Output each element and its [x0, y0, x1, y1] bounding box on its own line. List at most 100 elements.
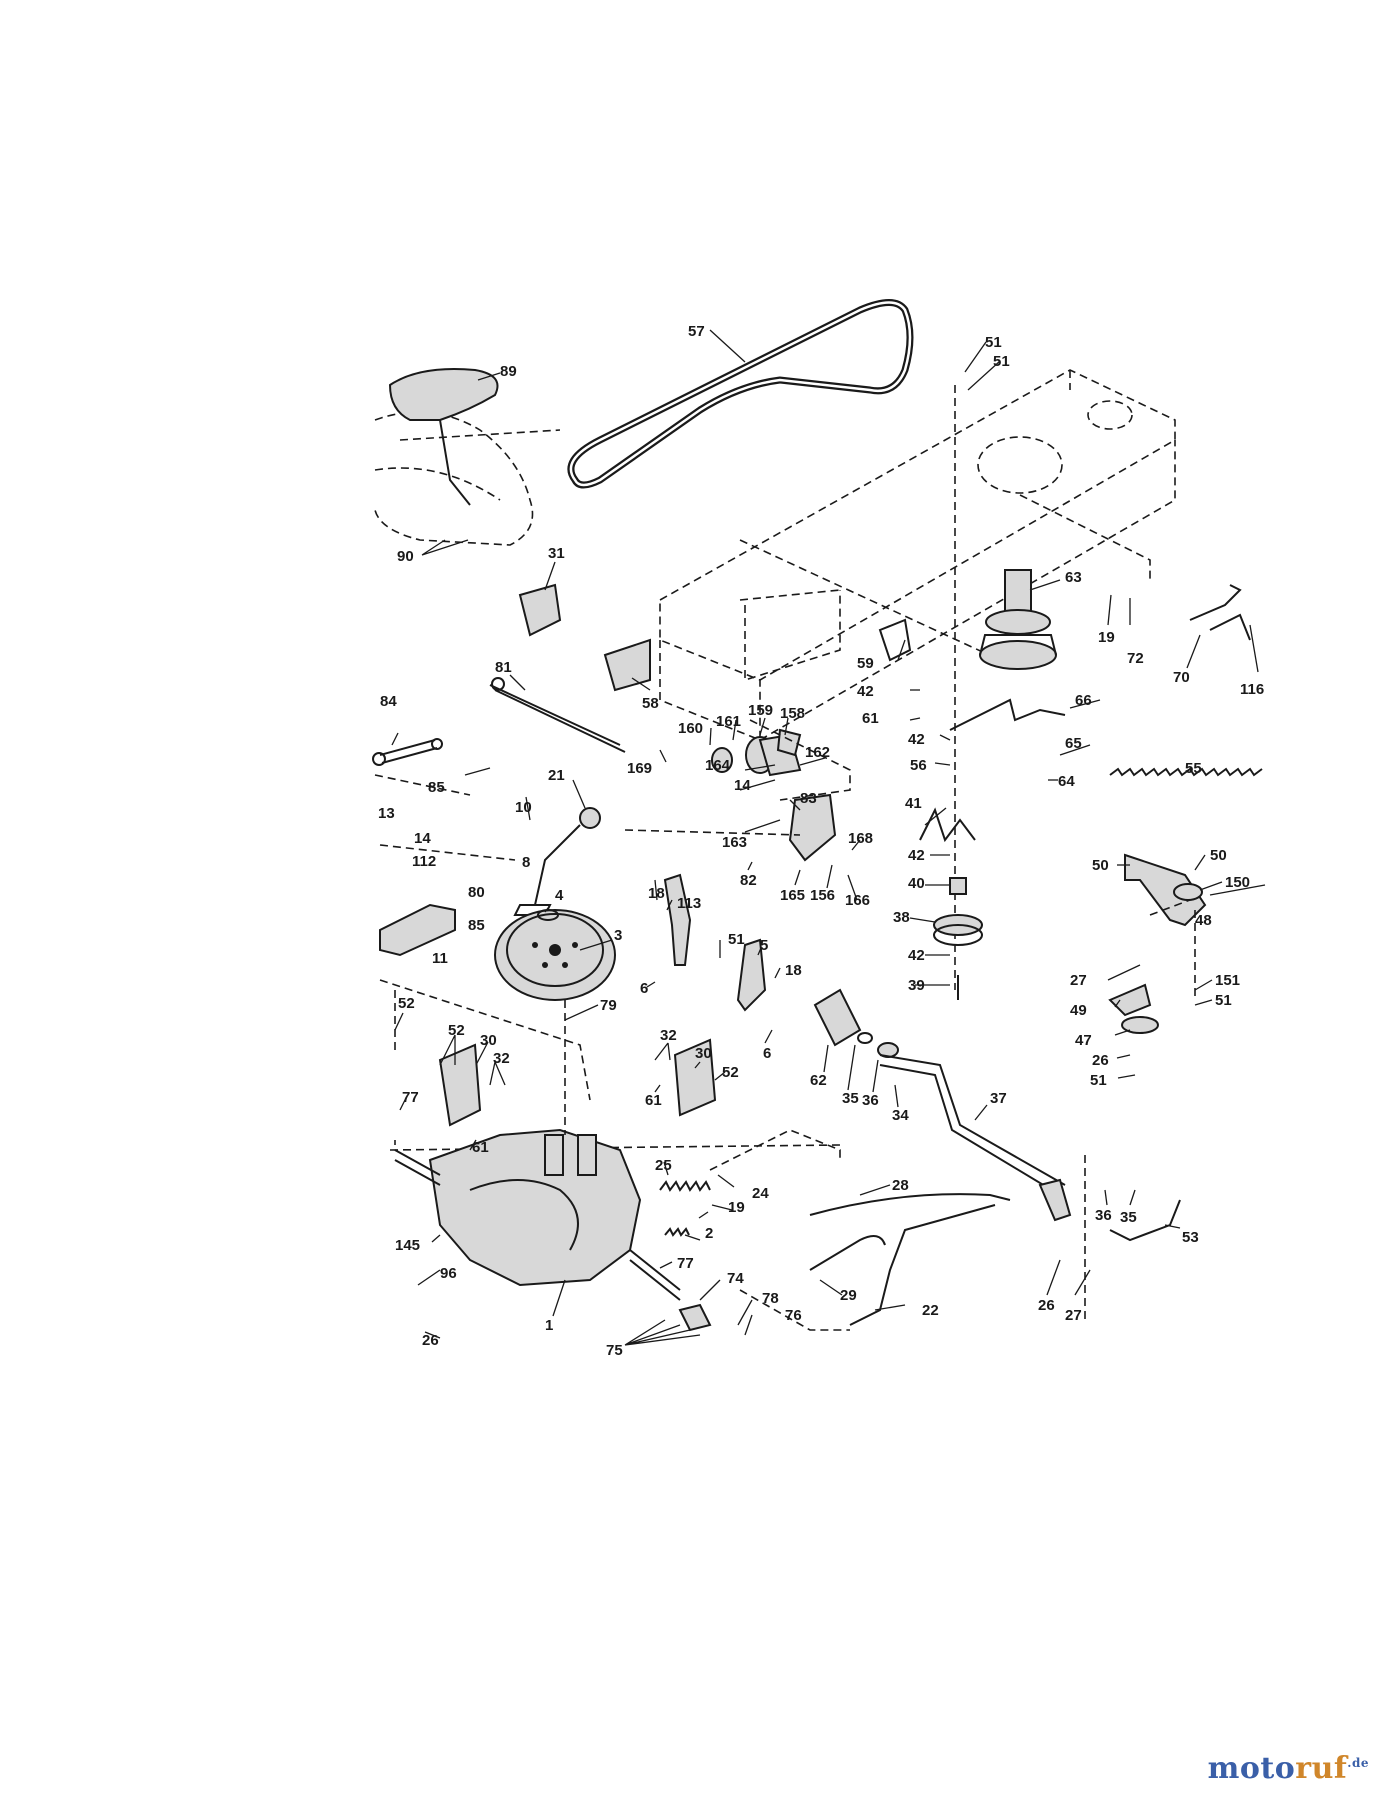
callout-21: 21: [548, 767, 565, 784]
callout-77: 77: [677, 1255, 694, 1272]
callout-26: 26: [1038, 1297, 1055, 1314]
callout-10: 10: [515, 799, 532, 816]
callout-35: 35: [1120, 1209, 1137, 1226]
bracket-30-left: [438, 1043, 482, 1127]
seat-bracket: [388, 368, 499, 421]
callout-58: 58: [642, 695, 659, 712]
engine-pulley: [979, 569, 1057, 670]
callout-31: 31: [548, 545, 565, 562]
callout-66: 66: [1075, 692, 1092, 709]
idler-plate-48: [1124, 853, 1207, 927]
callout-30: 30: [480, 1032, 497, 1049]
callout-labels: 57 89 90 31 81 58 51 51 63 19 72 70 116 …: [378, 323, 1264, 1359]
washer-4: [537, 909, 559, 921]
callout-80: 80: [468, 884, 485, 901]
spring-55: [1109, 767, 1263, 777]
spring-hook-70: [1189, 584, 1251, 641]
callout-14: 14: [734, 777, 751, 794]
callout-76: 76: [785, 1307, 802, 1324]
callout-48: 48: [1195, 912, 1212, 929]
callout-53: 53: [1182, 1229, 1199, 1246]
callout-85: 85: [468, 917, 485, 934]
callout-156: 156: [810, 887, 835, 904]
bushing-74: [678, 1303, 712, 1332]
callout-42: 42: [908, 847, 925, 864]
callout-41: 41: [905, 795, 922, 812]
callout-18: 18: [648, 885, 665, 902]
callout-51: 51: [728, 931, 745, 948]
callout-52: 52: [398, 995, 415, 1012]
callout-74: 74: [727, 1270, 744, 1287]
callout-3: 3: [614, 927, 622, 944]
bracket-5: [736, 938, 767, 1012]
callout-55: 55: [1185, 760, 1202, 777]
callout-5: 5: [760, 937, 768, 954]
callout-52: 52: [448, 1022, 465, 1039]
callout-49: 49: [1070, 1002, 1087, 1019]
callout-6: 6: [763, 1045, 771, 1062]
callout-61: 61: [645, 1092, 662, 1109]
shift-lever: [513, 807, 601, 916]
leader-lines: [391, 329, 1266, 1346]
frame-outline: [659, 369, 1176, 742]
callout-19: 19: [1098, 629, 1115, 646]
callout-8: 8: [522, 854, 530, 871]
callout-169: 169: [627, 760, 652, 777]
rod-29: [809, 1235, 886, 1271]
callout-164: 164: [705, 757, 731, 774]
callout-160: 160: [678, 720, 703, 737]
callout-63: 63: [1065, 569, 1082, 586]
callout-1: 1: [545, 1317, 553, 1334]
callout-2: 2: [705, 1225, 713, 1242]
callout-24: 24: [752, 1185, 769, 1202]
callout-61: 61: [472, 1139, 489, 1156]
callout-57: 57: [688, 323, 705, 340]
callout-27: 27: [1065, 1307, 1082, 1324]
callout-81: 81: [495, 659, 512, 676]
callout-13: 13: [378, 805, 395, 822]
assembly-lines: [374, 774, 1196, 1331]
callout-65: 65: [1065, 735, 1082, 752]
shaft-34: [879, 1054, 1066, 1196]
callout-36: 36: [862, 1092, 879, 1109]
callout-51: 51: [1090, 1072, 1107, 1089]
transmission-pulley: [494, 909, 616, 1001]
callout-151: 151: [1215, 972, 1240, 989]
callout-90: 90: [397, 548, 414, 565]
callout-77: 77: [402, 1089, 419, 1106]
callout-6: 6: [640, 980, 648, 997]
watermark-suffix: .de: [1347, 1756, 1369, 1770]
callout-51: 51: [993, 353, 1010, 370]
callout-37: 37: [990, 1090, 1007, 1107]
drive-belt: [567, 299, 914, 489]
brand-watermark: motoruf.de: [1208, 1751, 1369, 1786]
idler-pulley-38: [933, 877, 983, 1000]
watermark-brand-a: moto: [1207, 1751, 1296, 1786]
callout-11: 11: [432, 950, 448, 967]
callout-32: 32: [493, 1050, 510, 1067]
callout-145: 145: [395, 1237, 420, 1254]
callout-28: 28: [892, 1177, 909, 1194]
callout-75: 75: [606, 1342, 623, 1359]
callout-50: 50: [1210, 847, 1227, 864]
clutch-assembly: [711, 719, 851, 862]
callout-112: 112: [412, 853, 436, 870]
callout-161: 161: [716, 713, 741, 730]
linkage-53: [1109, 1199, 1181, 1242]
callout-56: 56: [910, 757, 927, 774]
callout-42: 42: [908, 947, 925, 964]
callout-59: 59: [857, 655, 874, 672]
callout-166: 166: [845, 892, 870, 909]
callout-61: 61: [862, 710, 879, 727]
fender-outline: [374, 411, 561, 546]
callout-18: 18: [785, 962, 802, 979]
callout-38: 38: [893, 909, 910, 926]
callout-70: 70: [1173, 669, 1190, 686]
callout-4: 4: [555, 887, 564, 904]
callout-64: 64: [1058, 773, 1075, 790]
bracket-31: [518, 583, 562, 637]
callout-168: 168: [848, 830, 873, 847]
callout-163: 163: [722, 834, 747, 851]
callout-84: 84: [380, 693, 397, 710]
